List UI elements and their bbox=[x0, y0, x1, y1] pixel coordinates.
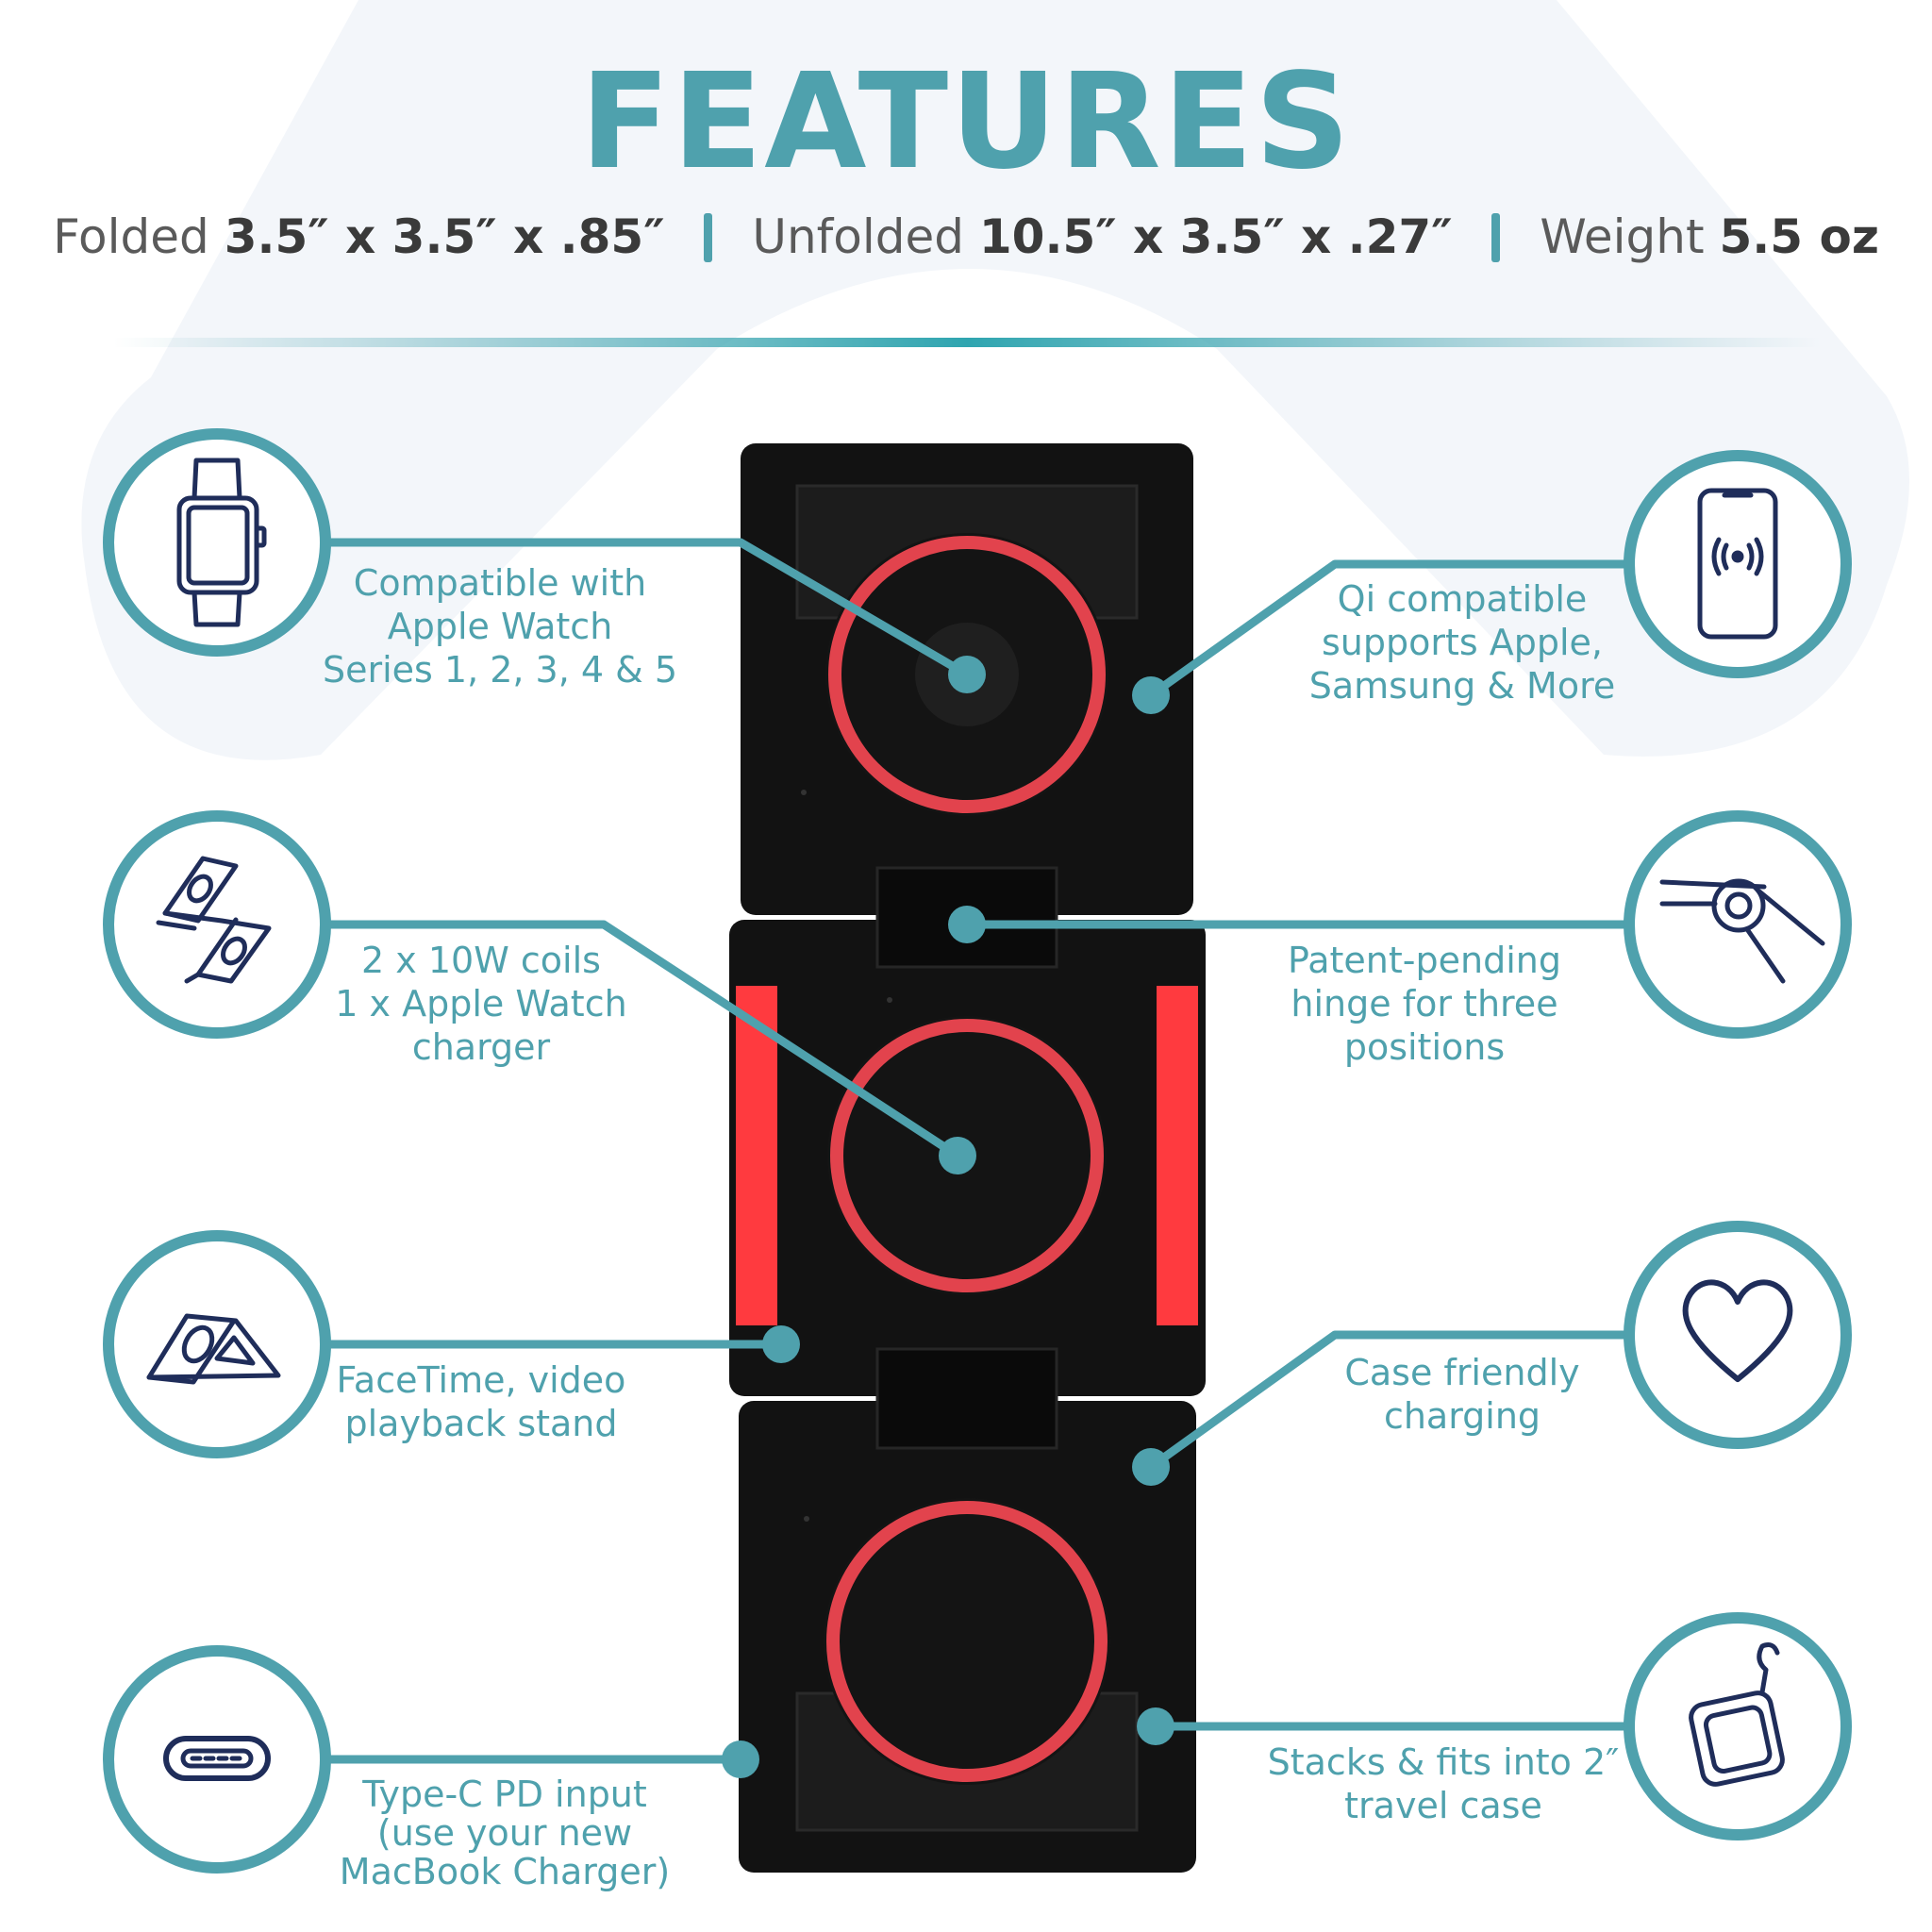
spec-weight-label: Weight bbox=[1540, 209, 1705, 264]
page-title: FEATURES bbox=[579, 45, 1353, 199]
spec-unfolded-label: Unfolded bbox=[752, 209, 964, 264]
heart-icon bbox=[1682, 1279, 1793, 1382]
header-divider bbox=[113, 338, 1821, 347]
apple-watch-icon bbox=[176, 458, 267, 627]
feature-watch-label: Compatible with Apple Watch Series 1, 2,… bbox=[322, 562, 678, 691]
icon-circle-case bbox=[1624, 1221, 1852, 1449]
feature-travel-label: Stacks & fits into 2″ travel case bbox=[1267, 1741, 1620, 1826]
spec-line: Folded 3.5″ x 3.5″ x .85″ Unfolded 10.5″… bbox=[0, 209, 1932, 264]
travel-case-icon bbox=[1689, 1642, 1785, 1787]
feature-qi-label: Qi compatible supports Apple, Samsung & … bbox=[1308, 578, 1616, 707]
folding-charger-icon bbox=[156, 856, 272, 984]
spec-separator bbox=[1491, 213, 1501, 262]
spec-weight-value: 5.5 oz bbox=[1719, 209, 1879, 264]
spec-separator bbox=[704, 213, 713, 262]
feature-case-label: Case friendly charging bbox=[1344, 1352, 1580, 1437]
icon-circle-travel bbox=[1624, 1612, 1852, 1840]
hinge-bottom bbox=[875, 1347, 1058, 1450]
leader-line-watch bbox=[325, 538, 970, 678]
spec-folded-label: Folded bbox=[53, 209, 209, 264]
device-bottom-panel bbox=[739, 1401, 1196, 1873]
smartphone-wireless-icon bbox=[1697, 488, 1778, 640]
stand-icon bbox=[146, 1313, 281, 1385]
icon-circle-coils bbox=[103, 810, 331, 1039]
usb-c-port-icon bbox=[163, 1736, 271, 1781]
hinge-icon bbox=[1659, 878, 1825, 984]
feature-hinge-label: Patent-pending hinge for three positions bbox=[1288, 940, 1561, 1068]
background-shape bbox=[81, 0, 1909, 760]
feature-typec-label: Type-C PD input (use your new MacBook Ch… bbox=[339, 1774, 671, 1892]
feature-coils-label: 2 x 10W coils 1 x Apple Watch charger bbox=[335, 940, 627, 1068]
leader-line-qi bbox=[1148, 559, 1632, 699]
icon-circle-hinge bbox=[1624, 810, 1852, 1039]
leader-dots bbox=[722, 656, 1174, 1778]
feature-stand-label: FaceTime, video playback stand bbox=[336, 1359, 626, 1444]
leader-line-case bbox=[1148, 1330, 1632, 1471]
spec-folded-value: 3.5″ x 3.5″ x .85″ bbox=[224, 209, 665, 264]
leader-line-coils bbox=[325, 920, 960, 1159]
leader-lines bbox=[325, 538, 1632, 1764]
spec-unfolded-value: 10.5″ x 3.5″ x .27″ bbox=[978, 209, 1453, 264]
icon-circle-qi bbox=[1624, 450, 1852, 678]
icon-circle-watch bbox=[103, 428, 331, 657]
